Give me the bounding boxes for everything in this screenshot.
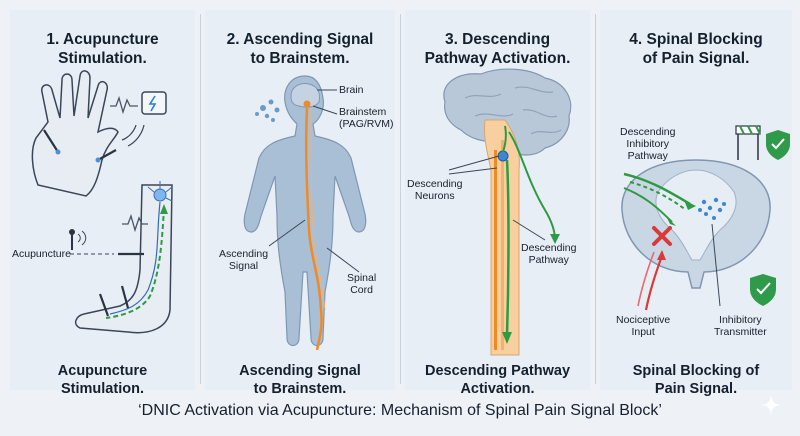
spinal-cross-section-illustration [621, 125, 790, 311]
sparkle-icon [761, 395, 781, 415]
label-acupuncture: Acupuncture [12, 248, 71, 260]
label-inhibitory-transmitter: Inhibitory Transmitter [714, 314, 767, 338]
label-descending-inhibitory-pathway: Descending Inhibitory Pathway [620, 126, 676, 162]
panel-title: 4. Spinal Blocking of Pain Signal. [629, 31, 763, 67]
human-body-illustration [243, 75, 367, 351]
brainstem-illustration [443, 68, 572, 356]
stimulator-device-icon [141, 91, 167, 115]
foot-outline [74, 184, 173, 334]
label-brainstem: Brainstem (PAG/RVM) [339, 106, 394, 130]
figure-title: ‘DNIC Activation via Acupuncture: Mechan… [138, 402, 662, 419]
panel-acupuncture-stimulation: 1. Acupuncture Stimulation. Acupunctur [10, 10, 195, 397]
descending-pathway-line [505, 159, 510, 336]
neuron-icon [153, 188, 167, 202]
label-ascending-signal: Ascending Signal [219, 248, 269, 272]
panel-caption: Descending Pathway Activation. [424, 363, 571, 397]
body-silhouette [243, 75, 367, 347]
panel-divider [595, 14, 596, 384]
panel-title: 2. Ascending Signal to Brainstem. [226, 31, 374, 67]
label-nociceptive-input: Nociceptive Input [616, 314, 671, 338]
hand-foot-illustration [31, 70, 173, 334]
ascending-signal-line [304, 107, 323, 351]
block-x-icon [652, 226, 672, 246]
panel-caption: Spinal Blocking of Pain Signal. [632, 363, 760, 397]
barrier-icon [735, 125, 761, 160]
panel-caption: Ascending Signal to Brainstem. [239, 363, 361, 397]
label-spinal-cord: Spinal Cord [347, 272, 377, 296]
panel-title: 3. Descending Pathway Activation. [424, 31, 571, 67]
hand-outline [31, 70, 119, 197]
check-shield-icon [750, 274, 776, 306]
panel-ascending-signal: 2. Ascending Signal to Brainstem. Brain … [205, 10, 395, 397]
panel-spinal-blocking: 4. Spinal Blocking of Pain Signal. [600, 10, 792, 397]
panel-divider [200, 14, 201, 384]
panel-caption: Acupuncture Stimulation. [57, 363, 148, 397]
brain-icon [290, 83, 320, 108]
label-descending-neurons: Descending Neurons [407, 178, 463, 202]
label-brain: Brain [339, 84, 364, 96]
panel-descending-pathway: 3. Descending Pathway Activation. Descen… [405, 10, 590, 397]
panel-title: 1. Acupuncture Stimulation. [46, 31, 159, 67]
label-descending-pathway: Descending Pathway [521, 242, 577, 266]
check-shield-icon [766, 130, 790, 160]
panel-divider [400, 14, 401, 384]
